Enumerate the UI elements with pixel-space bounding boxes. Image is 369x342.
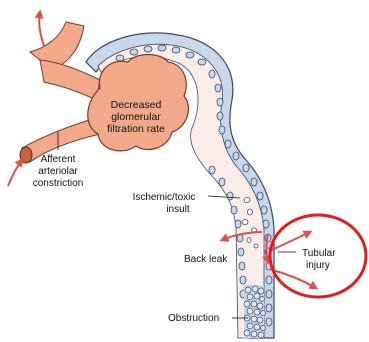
afferent-label-line2: arteriolar [38, 166, 78, 177]
tubular-label-line1: Tubular [302, 248, 336, 259]
tubular-label-line2: injury [306, 260, 330, 271]
obstruction-cast [244, 285, 266, 338]
ischemic-label-line1: Ischemic/toxic [133, 192, 196, 203]
back-leak-label: Back leak [184, 254, 228, 265]
afferent-label-line3: constriction [33, 178, 84, 189]
gfr-label-line2: glomerular [111, 111, 161, 123]
ischemic-label-line2: insult [166, 204, 190, 215]
afferent-flow-arrow-icon [8, 160, 22, 186]
efferent-flow-arrow-icon [39, 12, 44, 46]
gfr-label-line1: Decreased [111, 99, 162, 111]
gfr-label-line3: filtration rate [107, 123, 165, 135]
afferent-label-line1: Afferent [41, 154, 76, 165]
obstruction-label: Obstruction [168, 313, 219, 324]
